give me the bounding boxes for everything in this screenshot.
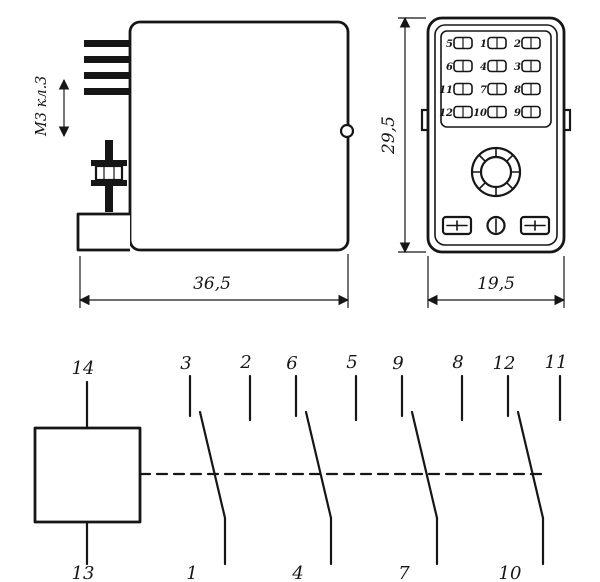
dimension-label: 36,5 [193, 274, 231, 294]
contact-schematic: 14 13 3 2 1 6 5 4 9 [33, 352, 568, 582]
pin-number: 6 [446, 62, 453, 73]
movable-blade [410, 410, 439, 520]
pin-label: 10 [499, 563, 522, 582]
pin-number: 2 [513, 39, 521, 50]
movable-blade [198, 410, 227, 520]
pin-label: 3 [180, 353, 191, 374]
bottom-terminals [441, 215, 551, 236]
pin-label: 4 [291, 563, 303, 582]
pin-label: 14 [72, 358, 95, 379]
threaded-stud [91, 140, 127, 212]
dimension-body-width: 36,5 [78, 254, 350, 308]
contact-grid: 5 1 2 6 4 3 11 7 8 [439, 36, 541, 119]
contact-group: 3 2 1 [180, 352, 251, 582]
thread-label: М3 кл.3 [34, 76, 50, 137]
pin-number: 3 [514, 62, 521, 73]
pin-label: 2 [239, 352, 251, 373]
central-bushing [470, 146, 522, 198]
dimension-label: 29,5 [379, 116, 399, 155]
relay-body [128, 20, 350, 252]
pin [84, 88, 130, 95]
washer [91, 160, 127, 166]
pin-number: 7 [480, 85, 487, 96]
housing-outline [426, 16, 566, 254]
pin-label: 7 [398, 563, 410, 582]
dimension-housing-height: 29,5 [379, 16, 426, 254]
dimension-housing-width: 19,5 [426, 256, 566, 308]
pin-number: 12 [439, 108, 453, 119]
pin-label: 5 [346, 352, 357, 373]
pin-number: 5 [446, 39, 453, 50]
coil [33, 426, 142, 524]
body-side-hole [339, 123, 355, 139]
movable-blade [516, 410, 545, 520]
dimension-label: 19,5 [477, 274, 515, 294]
pin-number: 10 [473, 108, 487, 119]
contact-panel [440, 30, 552, 128]
base-view: 5 1 2 6 4 3 11 7 8 [379, 16, 572, 308]
pin [84, 72, 130, 79]
pin-label: 1 [186, 563, 197, 582]
pin-number: 11 [439, 85, 453, 96]
pin [84, 56, 130, 63]
pin-label: 11 [545, 352, 568, 373]
contact-group: 12 11 10 [493, 352, 568, 582]
mounting-flange [76, 212, 130, 252]
pin-label: 12 [493, 353, 516, 374]
pin-label: 9 [392, 353, 403, 374]
pin-number: 8 [514, 85, 521, 96]
nut [94, 164, 124, 182]
pin [84, 40, 130, 47]
pin-label: 6 [286, 353, 297, 374]
solder-pins [84, 40, 130, 95]
housing-inner-outline [434, 24, 558, 246]
pin-number: 9 [514, 108, 521, 119]
pin-label: 13 [72, 563, 95, 582]
contact-group: 9 8 7 [392, 352, 463, 582]
washer [91, 180, 127, 186]
pin-number: 4 [480, 62, 487, 73]
contact-group: 6 5 4 [286, 352, 357, 582]
side-view: М3 кл.3 36,5 [34, 20, 355, 308]
pin-label: 8 [452, 352, 463, 373]
pin-number: 1 [480, 39, 487, 50]
movable-blade [304, 410, 333, 520]
bushing-knurl-ticks [471, 147, 521, 197]
